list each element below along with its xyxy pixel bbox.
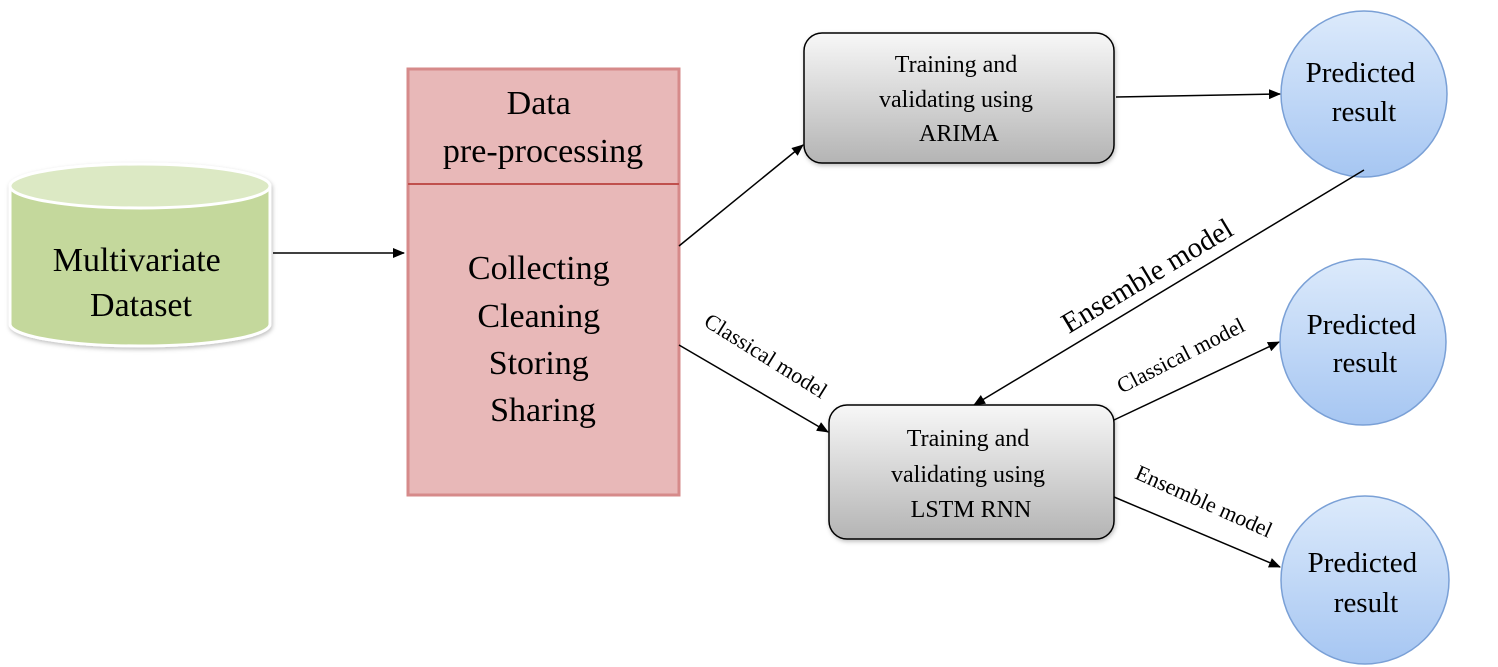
edge-label-classical-lstm: Classical model <box>1113 312 1249 398</box>
edge-result-top-to-lstm <box>973 169 1365 406</box>
preprocessing-node <box>406 67 681 497</box>
result-top-label: Predicted result <box>1306 57 1423 128</box>
result-bottom-node <box>1280 495 1450 665</box>
edge-label-classical-preprocessing: Classical model <box>700 308 832 403</box>
dataset-label: Multivariate Dataset <box>53 242 230 324</box>
arima-label: Training and validating using ARIMA <box>879 52 1039 147</box>
arima-node <box>803 32 1115 164</box>
preprocessing-box <box>406 67 681 497</box>
dataset-node <box>8 162 272 348</box>
edge-preprocessing-to-lstm <box>678 344 829 433</box>
result-mid-node <box>1279 258 1447 426</box>
lstm-node <box>828 404 1115 540</box>
preprocessing-title: Data pre-processing <box>443 85 643 170</box>
result-bottom-label: Predicted result <box>1308 547 1425 619</box>
edge-label-ensemble-lstm: Ensemble model <box>1132 460 1277 543</box>
edge-lstm-to-result-bottom <box>1113 496 1281 568</box>
edge-preprocessing-to-arima <box>678 144 804 247</box>
edge-label-ensemble-feedback: Ensemble model <box>1056 213 1239 340</box>
result-mid-label: Predicted result <box>1307 309 1424 379</box>
edge-lstm-to-result-mid <box>1113 341 1280 421</box>
result-top-node <box>1280 10 1448 178</box>
lstm-label: Training and validating using LSTM RNN <box>891 426 1051 523</box>
dataset-cylinder-top <box>8 162 272 210</box>
preprocessing-steps: Collecting Cleaning Storing Sharing <box>468 250 618 429</box>
edge-arima-to-result-top <box>1115 89 1281 100</box>
dataset-cylinder-body <box>8 184 272 348</box>
